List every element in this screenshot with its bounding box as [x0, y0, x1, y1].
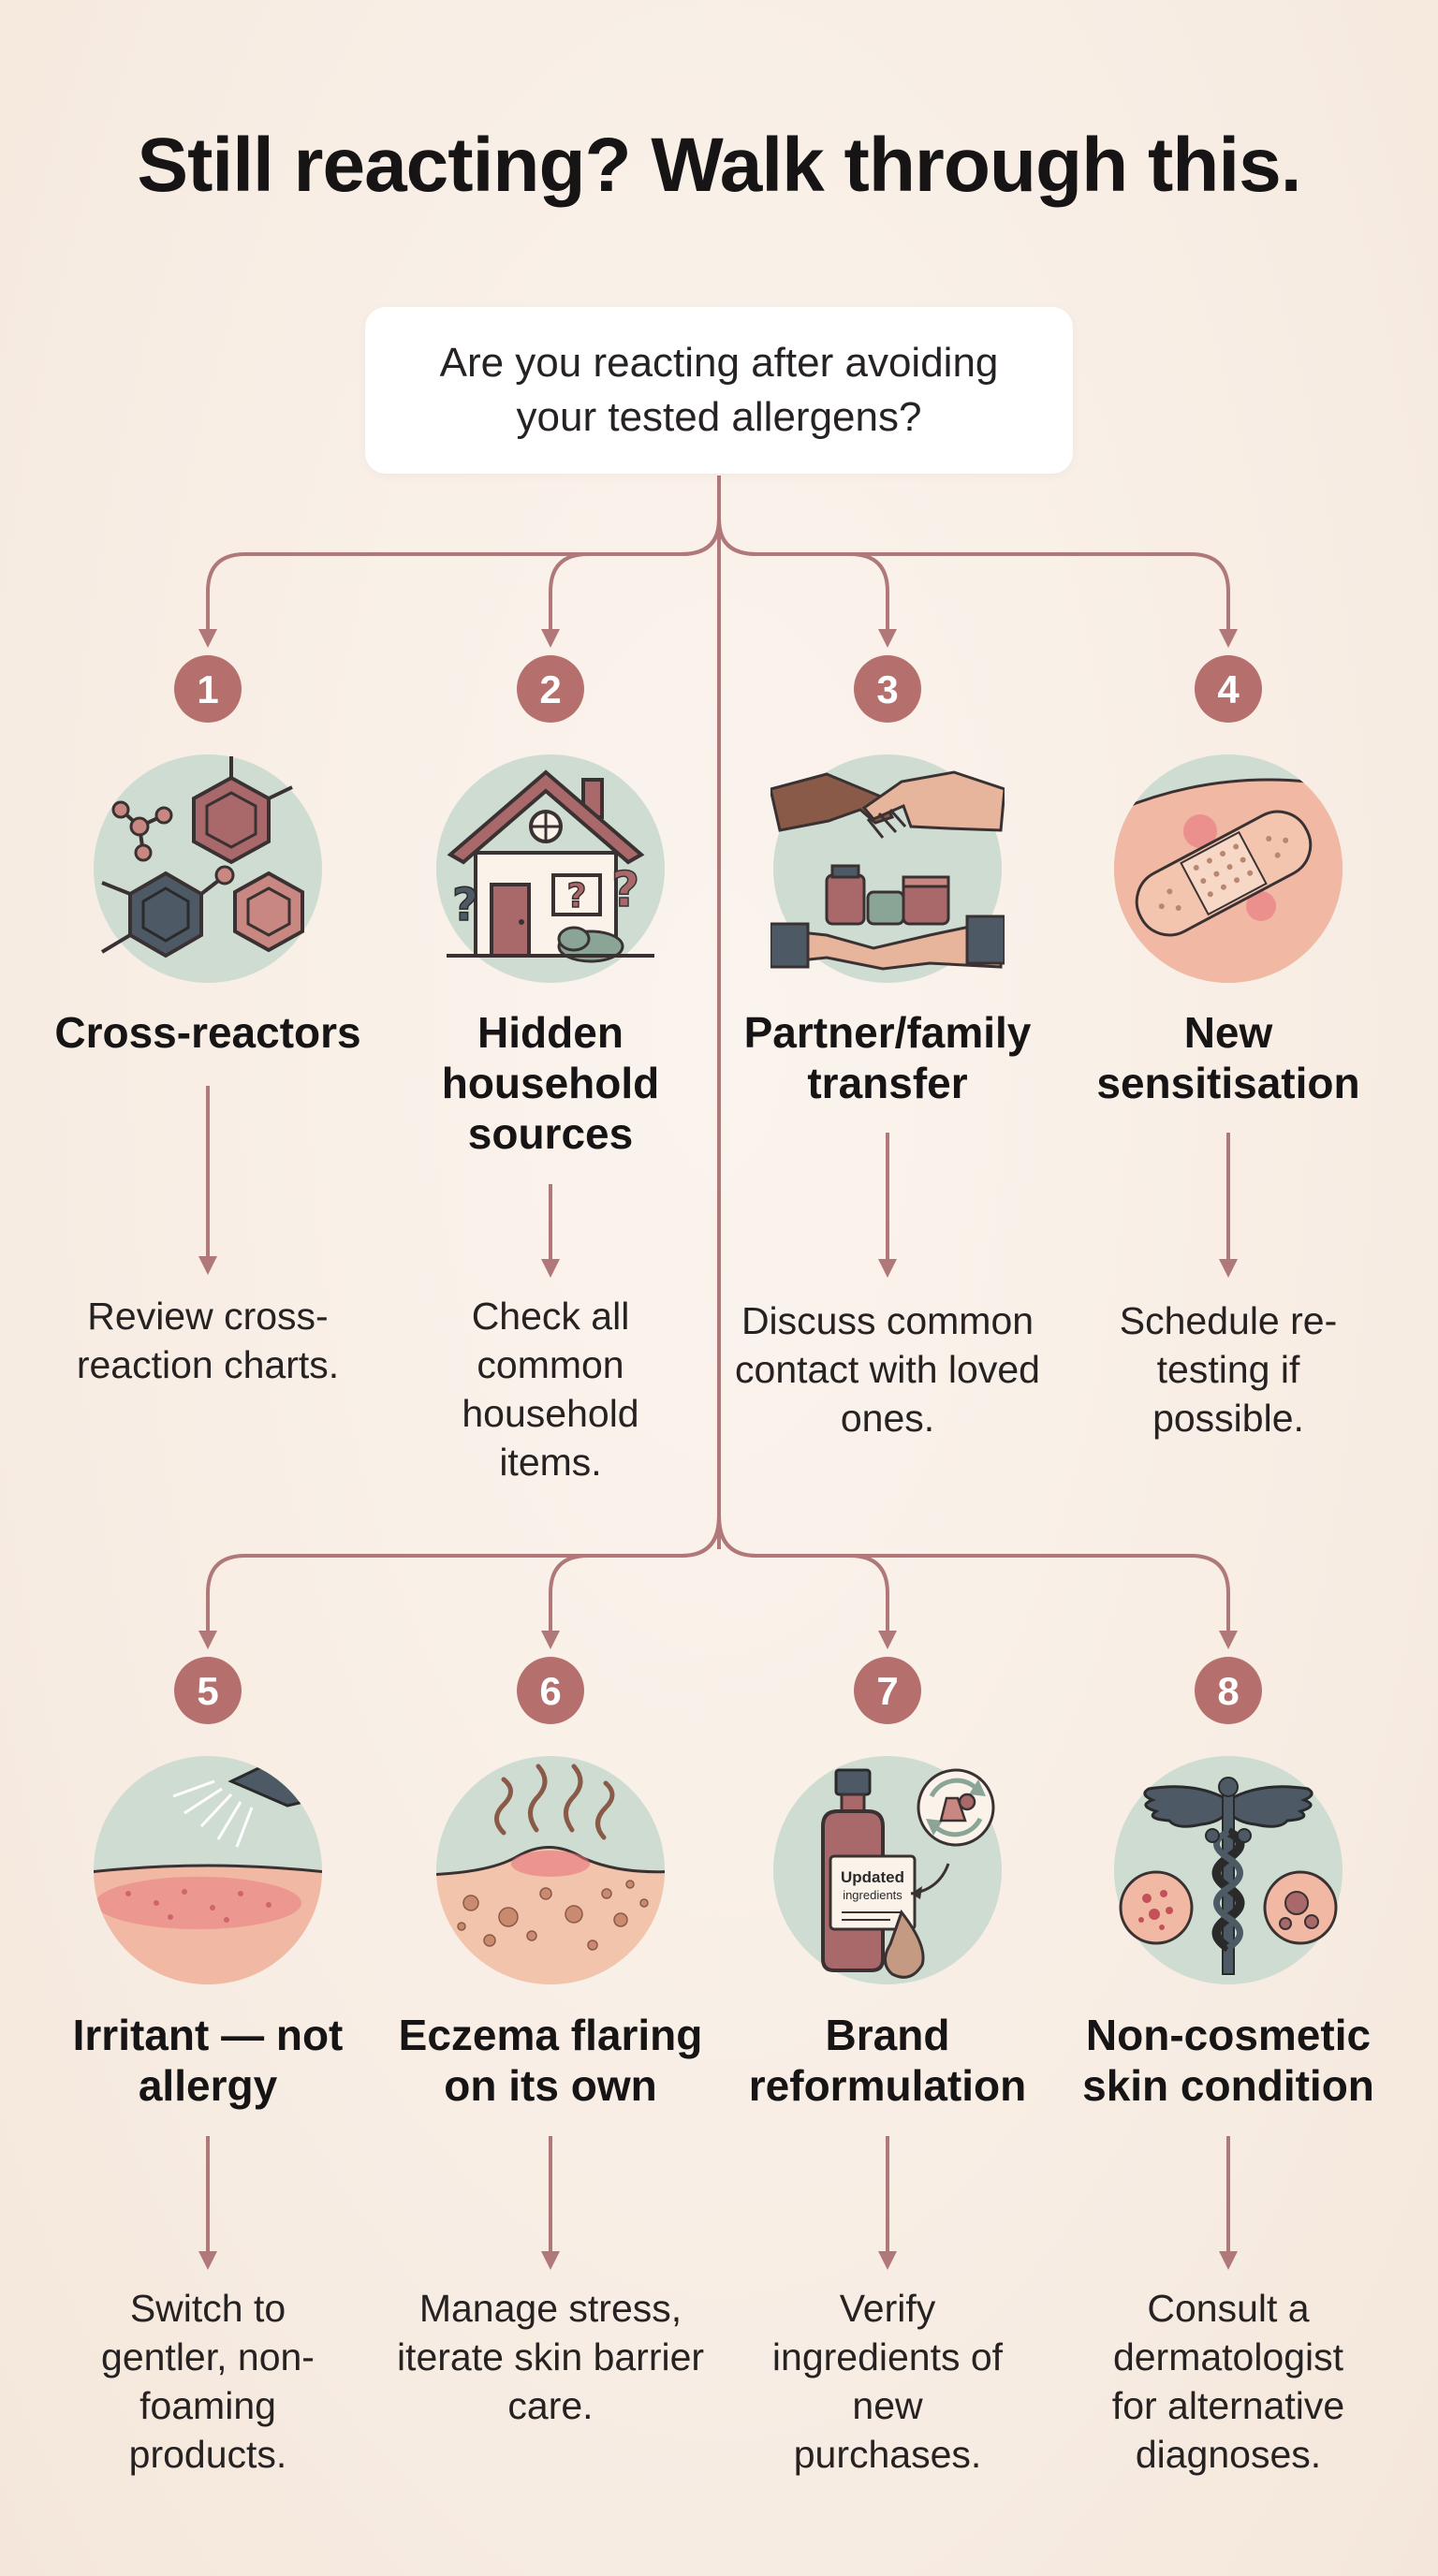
question-box: Are you reacting after avoiding your tes… [365, 307, 1073, 474]
svg-text:?: ? [567, 877, 587, 915]
node-7-action: Verify ingredients of new purchases. [771, 2287, 1004, 2476]
badge-1 [174, 655, 242, 723]
badge-6 [517, 1657, 584, 1724]
shower-skin-icon [94, 1756, 322, 1984]
badge-number-4: 4 [1217, 667, 1240, 711]
badge-number-5: 5 [197, 1669, 218, 1713]
node-7-label: Brand reformulation [748, 2011, 1027, 2110]
branch-2 [541, 519, 721, 648]
node-8-action: Consult a dermatologist for alternative … [1111, 2287, 1345, 2476]
badge-3 [854, 655, 921, 723]
node-3-action: Discuss common contact with loved ones. [735, 1299, 1040, 1440]
branch-1 [198, 519, 721, 648]
bottle-icon: Updated ingredients [773, 1756, 1002, 1984]
badge-8 [1195, 1657, 1262, 1724]
node-1-label: Cross-reactors [54, 1008, 361, 1057]
handshake-icon [770, 754, 1005, 983]
branch-8 [717, 1515, 1238, 1649]
badge-number-7: 7 [876, 1669, 898, 1713]
question-text: Are you reacting after avoiding your tes… [439, 340, 999, 440]
branch-5 [198, 1515, 721, 1649]
node-4-label: New sensitisation [1096, 1008, 1360, 1107]
eczema-skin-icon [436, 1756, 665, 1984]
node-2-action: Check all common household items. [462, 1295, 639, 1484]
badge-2 [517, 655, 584, 723]
badge-number-1: 1 [197, 667, 218, 711]
bottle-label-line-2: ingredients [843, 1888, 902, 1902]
node-8-label: Non-cosmetic skin condition [1082, 2011, 1374, 2110]
branch-6 [541, 1515, 721, 1649]
node-5-label: Irritant — not allergy [72, 2011, 344, 2110]
node-1-action: Review cross-reaction charts. [76, 1295, 340, 1386]
badge-number-8: 8 [1217, 1669, 1239, 1713]
badges-row-2 [174, 1657, 1262, 1724]
badge-number-2: 2 [539, 667, 561, 711]
house-question-icon: ? ? ? [436, 754, 665, 983]
molecule-icon [94, 754, 322, 983]
badge-number-6: 6 [539, 1669, 561, 1713]
branch-7 [717, 1515, 897, 1649]
badges-row-1 [174, 655, 1262, 723]
page-title: Still reacting? Walk through this. [137, 123, 1301, 208]
badge-7 [854, 1657, 921, 1724]
node-3-label: Partner/family transfer [743, 1008, 1032, 1107]
branch-3 [717, 519, 897, 648]
node-6-action: Manage stress, iterate skin barrier care… [396, 2287, 705, 2427]
svg-text:?: ? [611, 862, 639, 918]
badge-number-3: 3 [876, 667, 898, 711]
badge-4 [1195, 655, 1262, 723]
node-6-label: Eczema flaring on its own [398, 2011, 703, 2110]
node-5-action: Switch to gentler, non-foaming products. [101, 2287, 315, 2476]
badge-5 [174, 1657, 242, 1724]
branch-4 [717, 519, 1238, 648]
bandage-icon [1114, 754, 1343, 983]
svg-text:?: ? [452, 879, 478, 931]
bottle-label-line-1: Updated [841, 1868, 904, 1886]
node-2-label: Hidden household sources [441, 1008, 660, 1158]
caduceus-icon [1114, 1756, 1343, 1984]
node-4-action: Schedule re-testing if possible. [1119, 1299, 1338, 1440]
